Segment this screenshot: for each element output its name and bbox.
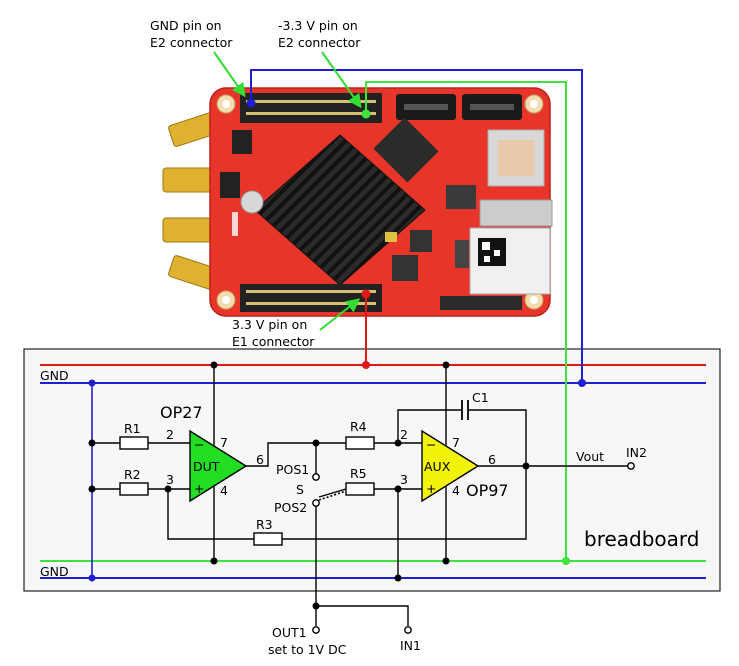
aux-pin-2: 2 xyxy=(400,427,408,442)
neg33-wire xyxy=(365,81,567,561)
aux-plus-sign: + xyxy=(426,481,436,496)
dut-pin-2: 2 xyxy=(166,427,174,442)
callout-neg33-e2-line2: E2 connector xyxy=(278,35,361,50)
e1-connector xyxy=(240,284,382,312)
dut-pin-6: 6 xyxy=(256,452,264,467)
switch-pos2-terminal xyxy=(312,499,320,507)
callout-pos33-e1-line1: 3.3 V pin on xyxy=(232,317,307,332)
callout-arrow xyxy=(321,51,362,109)
breadboard-label: breadboard xyxy=(584,527,700,551)
callout-gnd-e2-line1: GND pin on xyxy=(150,18,222,33)
op-amp-aux xyxy=(421,429,480,503)
r3-label: R3 xyxy=(256,517,273,532)
callout-pos33-e1-line2: E1 connector xyxy=(232,334,315,349)
resistor-r4 xyxy=(345,436,375,450)
resistor-r1 xyxy=(119,436,149,450)
switch-pos1-label: POS1 xyxy=(276,462,309,477)
r2-label: R2 xyxy=(124,467,141,482)
aux-pin-6: 6 xyxy=(488,452,496,467)
resistor-r5 xyxy=(345,482,375,496)
e2-connector xyxy=(240,93,382,123)
circuit xyxy=(88,361,635,634)
aux-part-label: OP97 xyxy=(466,481,509,500)
aux-pin-7: 7 xyxy=(452,435,460,450)
r4-label: R4 xyxy=(350,419,367,434)
resistor-r2 xyxy=(119,482,149,496)
aux-label: AUX xyxy=(424,459,451,474)
sma-connectors xyxy=(162,111,222,291)
switch-pos1-terminal xyxy=(312,473,320,481)
r5-label: R5 xyxy=(350,466,367,481)
gnd-rail-label-bottom: GND xyxy=(40,564,69,579)
callout-neg33-e2-line1: -3.3 V pin on xyxy=(278,18,358,33)
switch-pos2-label: POS2 xyxy=(274,500,307,515)
gnd-rail-label-top: GND xyxy=(40,368,69,383)
vout-label: Vout xyxy=(576,449,604,464)
aux-minus-sign: − xyxy=(426,437,436,452)
chip xyxy=(373,117,439,183)
c1-label: C1 xyxy=(472,390,489,405)
usb-port xyxy=(479,199,553,227)
switch-arm xyxy=(318,488,347,498)
dut-pin-3: 3 xyxy=(166,472,174,487)
out1-label: OUT1 xyxy=(272,625,307,640)
gnd-wire xyxy=(250,69,583,383)
out1-terminal xyxy=(312,626,320,634)
breadboard xyxy=(23,348,721,592)
callout-arrow xyxy=(213,51,246,98)
dut-plus-sign: + xyxy=(194,481,204,496)
aux-pin-4: 4 xyxy=(452,483,460,498)
dut-minus-sign: − xyxy=(194,437,204,452)
callout-arrow xyxy=(319,298,361,331)
in2-label: IN2 xyxy=(626,445,647,460)
dut-label: DUT xyxy=(193,459,220,474)
in2-terminal xyxy=(627,462,635,470)
aux-pin-3: 3 xyxy=(400,472,408,487)
dut-pin-7: 7 xyxy=(220,435,228,450)
in1-terminal xyxy=(404,626,412,634)
dut-part-label: OP27 xyxy=(160,403,203,422)
out1-note: set to 1V DC xyxy=(268,642,347,657)
switch-s-label: S xyxy=(296,482,304,497)
dut-pin-4: 4 xyxy=(220,483,228,498)
resistor-r3 xyxy=(253,532,283,546)
r1-label: R1 xyxy=(124,421,141,436)
in1-label: IN1 xyxy=(400,638,421,653)
op-amp-dut xyxy=(189,429,248,503)
red-pitaya-board xyxy=(162,87,553,317)
callout-gnd-e2-line2: E2 connector xyxy=(150,35,233,50)
